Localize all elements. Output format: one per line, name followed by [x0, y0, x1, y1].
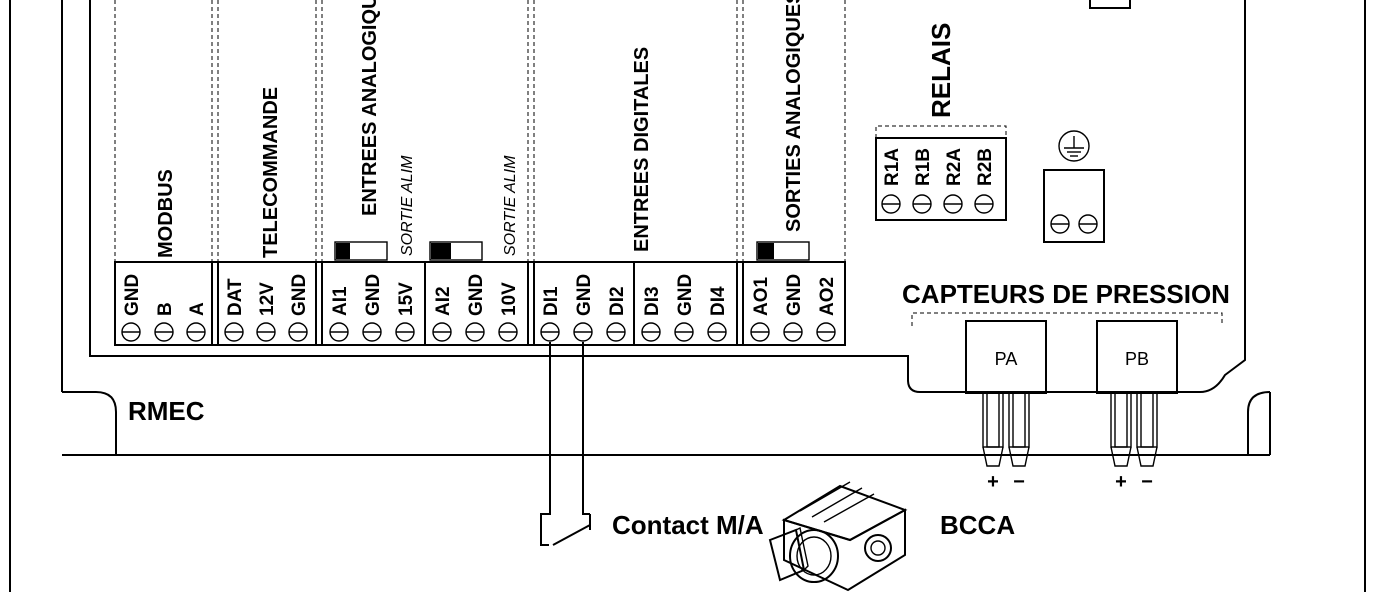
terminal-label: DAT	[225, 278, 246, 316]
screw-icon	[288, 322, 308, 342]
screw-icon	[498, 322, 518, 342]
relais-block: RELAIS R1A R1B R2A R2B	[875, 23, 1007, 221]
capteurs-block: CAPTEURS DE PRESSION PA + − PB + −	[902, 279, 1230, 493]
earth-block	[1043, 130, 1105, 243]
screw-icon	[540, 322, 560, 342]
terminal-strip	[114, 261, 846, 346]
screw-icon	[573, 322, 593, 342]
terminal-label: GND	[122, 274, 143, 316]
contact-wiring: Contact M/A	[540, 342, 764, 546]
group-title-sorties-analogiques: SORTIES ANALOGIQUES	[783, 0, 805, 232]
screw-icon	[362, 322, 382, 342]
screw-icon	[154, 322, 174, 342]
terminal-label: A	[187, 302, 208, 316]
group-title-telecommande: TELECOMMANDE	[260, 87, 282, 258]
earth-ground-icon	[1058, 130, 1090, 162]
screw-icon	[881, 194, 901, 214]
screw-icon	[1050, 214, 1070, 234]
screw-icon	[432, 322, 452, 342]
selector-switch-icon	[768, 481, 908, 592]
terminal-label: GND	[784, 274, 805, 316]
enclosure-outline	[9, 0, 1366, 592]
terminal-label: GND	[466, 274, 487, 316]
screw-icon	[674, 322, 694, 342]
terminal-label: DI4	[708, 286, 729, 316]
terminal-label: GND	[289, 274, 310, 316]
screw-icon	[974, 194, 994, 214]
terminal-label: GND	[574, 274, 595, 316]
pb-minus-sign: −	[1141, 471, 1153, 493]
group-separators	[114, 0, 846, 262]
terminal-labels: GND B A DAT 12V GND AI1 GND 15V AI2 GND …	[122, 274, 838, 316]
screw-icon	[707, 322, 727, 342]
relay-terminal-label: R1A	[882, 148, 903, 186]
pa-minus-sign: −	[1013, 471, 1025, 493]
sortie-alim-label: SORTIE ALIM	[399, 155, 416, 256]
group-title-modbus: MODBUS	[155, 169, 177, 258]
group-title-entrees-digitales: ENTREES DIGITALES	[631, 47, 653, 252]
terminal-screws	[121, 322, 836, 342]
screw-icon	[943, 194, 963, 214]
pb-plus-sign: +	[1115, 471, 1127, 493]
screw-icon	[783, 322, 803, 342]
screw-icon	[395, 322, 415, 342]
terminal-label: DI3	[642, 286, 663, 316]
sensor-pa-label: PA	[995, 349, 1018, 369]
terminal-label: 12V	[257, 282, 278, 316]
group-titles: MODBUS TELECOMMANDE ENTREES ANALOGIQUES …	[155, 0, 805, 258]
relay-terminal-label: R2B	[975, 148, 996, 186]
terminal-label: AI1	[330, 286, 351, 316]
pa-plus-sign: +	[987, 471, 999, 493]
screw-icon	[816, 322, 836, 342]
screw-icon	[465, 322, 485, 342]
terminal-label: 10V	[499, 282, 520, 316]
sortie-alim-label: SORTIE ALIM	[502, 155, 519, 256]
screw-icon	[606, 322, 626, 342]
terminal-label: DI2	[607, 286, 628, 316]
board-label: RMEC	[128, 396, 205, 426]
terminal-label: AI2	[433, 286, 454, 316]
screw-icon	[121, 322, 141, 342]
capteurs-title: CAPTEURS DE PRESSION	[902, 279, 1230, 309]
terminal-label: GND	[363, 274, 384, 316]
dip-switch	[756, 241, 810, 261]
terminal-label: GND	[675, 274, 696, 316]
dip-switch	[334, 241, 388, 261]
sensor-pb-label: PB	[1125, 349, 1149, 369]
dip-switch	[429, 241, 483, 261]
screw-icon	[912, 194, 932, 214]
selector-label: BCCA	[940, 510, 1015, 540]
screw-icon	[1078, 214, 1098, 234]
terminal-label: 15V	[396, 282, 417, 316]
terminal-label: AO1	[751, 277, 772, 317]
terminal-label: DI1	[541, 286, 562, 316]
relay-terminal-label: R1B	[913, 148, 934, 186]
relay-terminal-label: R2A	[944, 148, 965, 186]
contact-label: Contact M/A	[612, 510, 764, 540]
screw-icon	[224, 322, 244, 342]
relais-title: RELAIS	[926, 23, 956, 118]
screw-icon	[750, 322, 770, 342]
group-title-entrees-analogiques: ENTREES ANALOGIQUES	[359, 0, 381, 216]
screw-icon	[186, 322, 206, 342]
terminal-label: B	[155, 302, 176, 316]
terminal-label: AO2	[817, 277, 838, 316]
screw-icon	[329, 322, 349, 342]
screw-icon	[641, 322, 661, 342]
screw-icon	[256, 322, 276, 342]
sensor-pa	[965, 320, 1047, 394]
